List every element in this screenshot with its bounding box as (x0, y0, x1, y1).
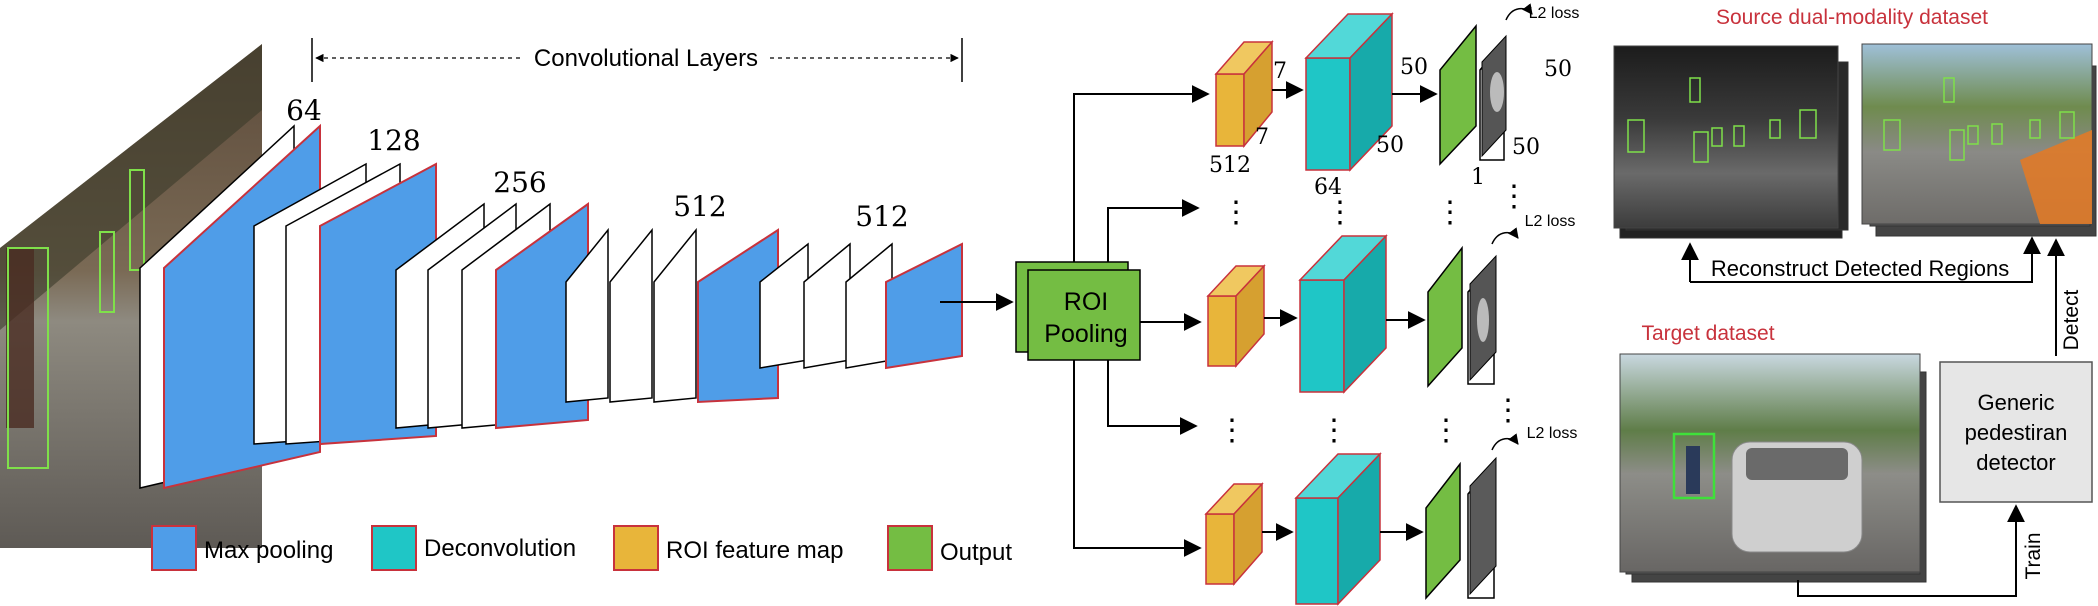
branch-line-dots-1 (1107, 199, 1200, 262)
detector-box (1939, 361, 2093, 503)
legend-swatch-maxpool (151, 525, 197, 571)
output-size-label: 50 (1512, 135, 1540, 160)
dots-output-1: ⋮ (1435, 195, 1465, 230)
branch-line-top (1073, 85, 1210, 262)
train-arrow (1797, 504, 2025, 597)
deconv-channels-label: 64 (1314, 175, 1342, 200)
target-dataset-title: Target dataset (1641, 322, 1774, 345)
dots-recon-1: ⋮ (1499, 179, 1529, 214)
roi-label-line1: ROI (1064, 288, 1108, 316)
roi-label-line2: Pooling (1044, 320, 1127, 348)
conv-label-512-b: 512 (855, 200, 908, 233)
dots-recon-2: ⋮ (1493, 393, 1523, 428)
branch-line-dots-2 (1107, 360, 1198, 435)
maxpool-layer-4 (697, 228, 779, 404)
detect-label: Detect (2060, 289, 2083, 350)
legend-label-deconv: Deconvolution (424, 535, 576, 562)
dots-roi-1: ⋮ (1221, 195, 1251, 230)
legend-swatch-deconv (371, 525, 417, 571)
branch-top (1214, 3, 1533, 172)
branch-middle (1206, 227, 1519, 394)
detector-line3: detector (1976, 450, 2056, 475)
detector-line1: Generic (1977, 390, 2054, 415)
dots-deconv-1: ⋮ (1325, 195, 1355, 230)
conv-label-256: 256 (493, 166, 546, 199)
maxpool-layer-5 (885, 242, 963, 370)
deconv-size-side-label: 50 (1376, 133, 1404, 158)
conv-label-128: 128 (367, 124, 420, 157)
source-thermal-image (1613, 45, 1849, 239)
conv-header-label: Convolutional Layers (534, 45, 758, 72)
dots-output-2: ⋮ (1431, 413, 1461, 448)
reconstruct-arrow-right (1690, 236, 2041, 283)
branch-bottom (1204, 433, 1519, 606)
l2-loss-label-middle: L2 loss (1525, 213, 1576, 230)
conv-label-64: 64 (286, 94, 322, 127)
source-dataset-title: Source dual-modality dataset (1716, 6, 1988, 29)
conv-stack (139, 123, 963, 490)
legend-label-maxpool: Max pooling (204, 537, 333, 564)
dots-deconv-2: ⋮ (1319, 413, 1349, 448)
maxpool-layer-3 (495, 202, 589, 430)
legend-label-roi: ROI feature map (666, 537, 843, 564)
l2-loss-label-bottom: L2 loss (1527, 425, 1578, 442)
l2-loss-label-top: L2 loss (1529, 5, 1580, 22)
roi-channels-label: 512 (1209, 153, 1251, 178)
reconstruct-label: Reconstruct Detected Regions (1711, 256, 2009, 281)
dots-roi-2: ⋮ (1217, 413, 1247, 448)
output-channels-label: 1 (1471, 165, 1485, 190)
legend-label-output: Output (940, 539, 1012, 566)
source-color-image (1861, 43, 2097, 237)
legend-swatch-output (887, 525, 933, 571)
legend-swatch-roi (613, 525, 659, 571)
train-label: Train (2022, 532, 2045, 579)
conv-label-512-a: 512 (673, 190, 726, 223)
target-image (1619, 353, 1927, 583)
detector-line2: pedestiran (1965, 420, 2068, 445)
roi-pooling-box (1027, 269, 1141, 361)
roi-size-side-label: 7 (1255, 125, 1269, 150)
deconv-size-label: 50 (1400, 55, 1428, 80)
branch-line-bottom (1073, 360, 1202, 557)
recon-size-label: 50 (1544, 57, 1572, 82)
roi-size-label: 7 (1273, 59, 1287, 84)
